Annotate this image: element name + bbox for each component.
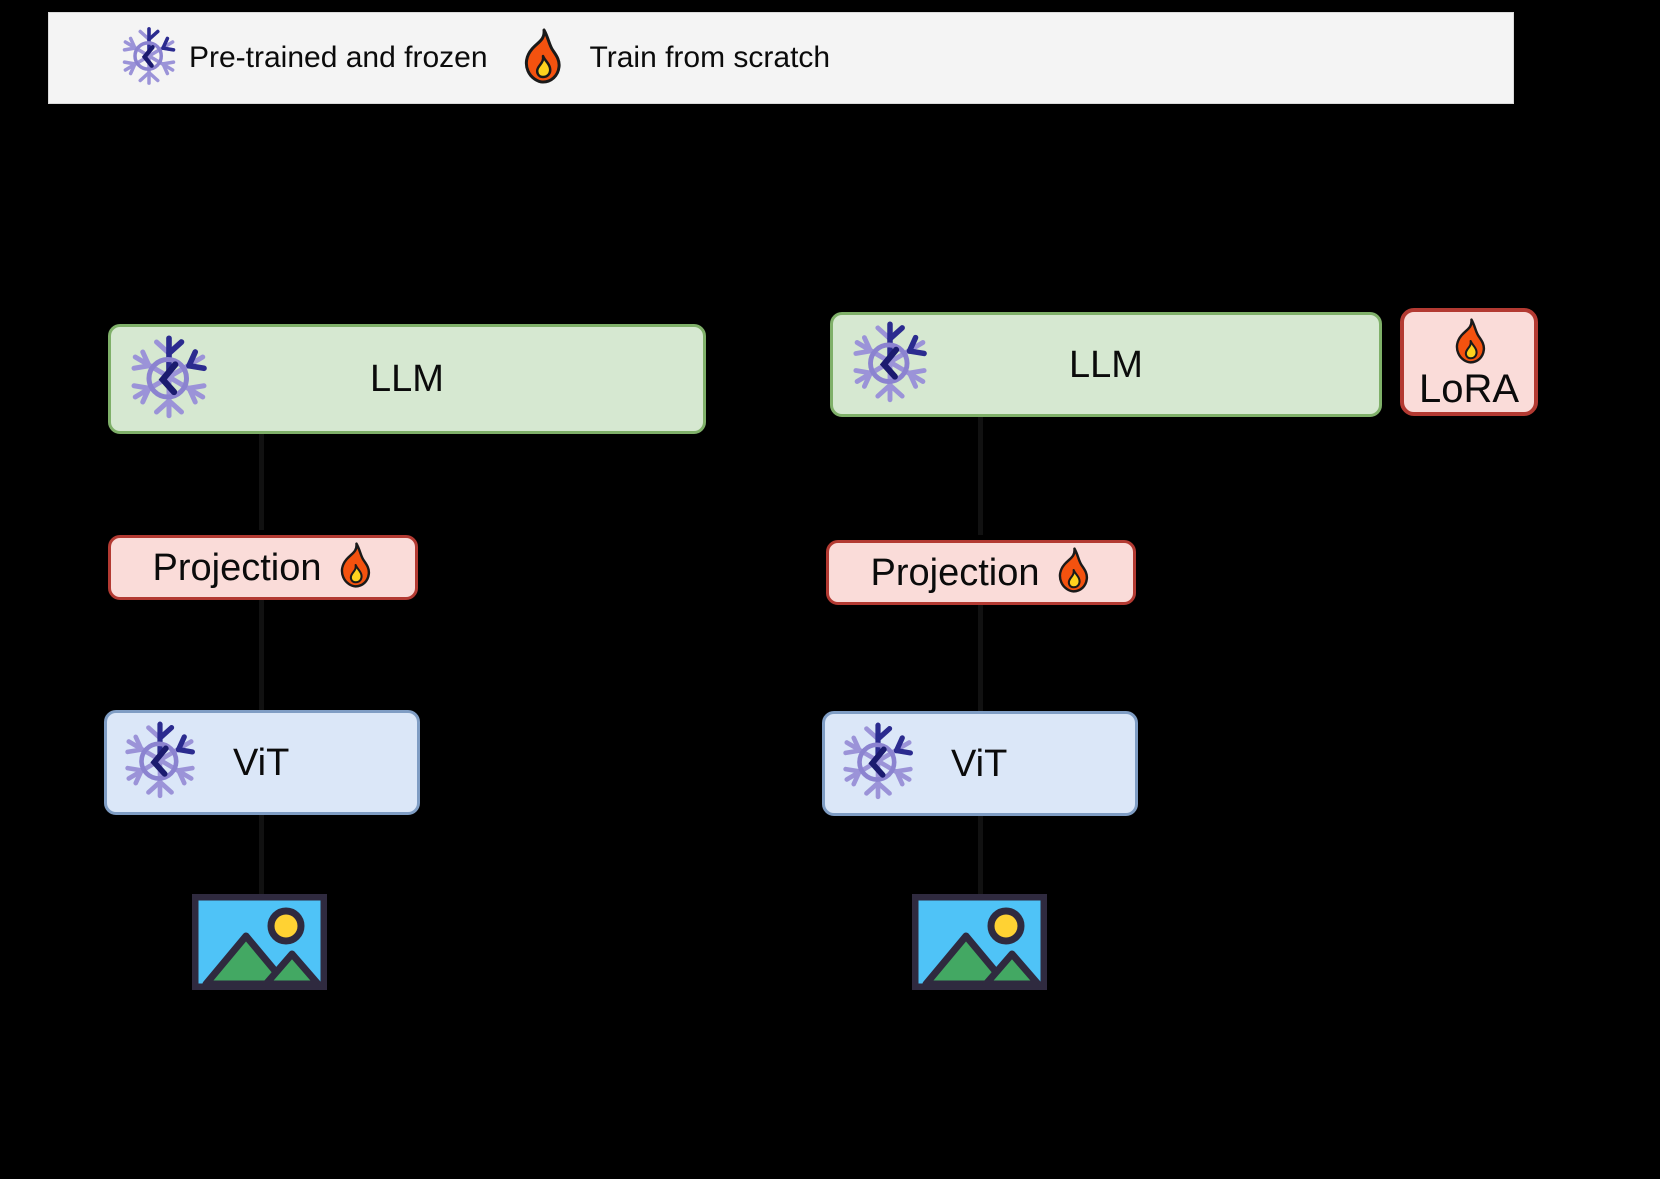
legend-item-scratch: Train from scratch — [518, 28, 831, 89]
projection-box-right[interactable]: Projection — [826, 540, 1136, 605]
legend-label-scratch: Train from scratch — [589, 41, 831, 74]
legend-label-frozen: Pre-trained and frozen — [189, 41, 488, 74]
llm-label: LLM — [370, 358, 444, 400]
legend-item-frozen: Pre-trained and frozen — [121, 25, 488, 92]
llm-label: LLM — [1069, 343, 1143, 386]
projection-label: Projection — [152, 546, 322, 589]
flame-icon — [1053, 547, 1091, 598]
legend-bar: Pre-trained and frozen Train from scratc… — [48, 12, 1514, 104]
picture-icon — [911, 893, 1048, 995]
flame-icon — [1450, 317, 1488, 369]
lora-label: LoRA — [1418, 366, 1520, 411]
flame-icon — [518, 28, 564, 89]
llm-box-left[interactable]: LLM — [108, 324, 706, 434]
connector-projection-vit-left — [259, 600, 264, 710]
connector-projection-vit-right — [978, 605, 983, 711]
picture-icon — [191, 893, 328, 995]
vit-box-left[interactable]: ViT — [104, 710, 420, 815]
projection-box-left[interactable]: Projection — [108, 535, 418, 600]
connector-llm-projection-left — [259, 434, 264, 530]
lora-box[interactable]: LoRA — [1400, 308, 1538, 416]
vit-box-right[interactable]: ViT — [822, 711, 1138, 816]
snowflake-icon — [841, 718, 915, 809]
vit-label: ViT — [951, 742, 1008, 785]
connector-vit-image-left — [259, 815, 264, 895]
llm-box-right[interactable]: LLM — [830, 312, 1382, 417]
projection-label: Projection — [870, 551, 1040, 594]
connector-llm-projection-right — [978, 417, 983, 535]
snowflake-icon — [121, 25, 177, 92]
snowflake-icon — [123, 717, 197, 808]
flame-icon — [335, 542, 373, 593]
connector-vit-image-right — [978, 816, 983, 896]
snowflake-icon — [851, 317, 929, 412]
vit-label: ViT — [233, 741, 290, 784]
snowflake-icon — [129, 331, 209, 428]
